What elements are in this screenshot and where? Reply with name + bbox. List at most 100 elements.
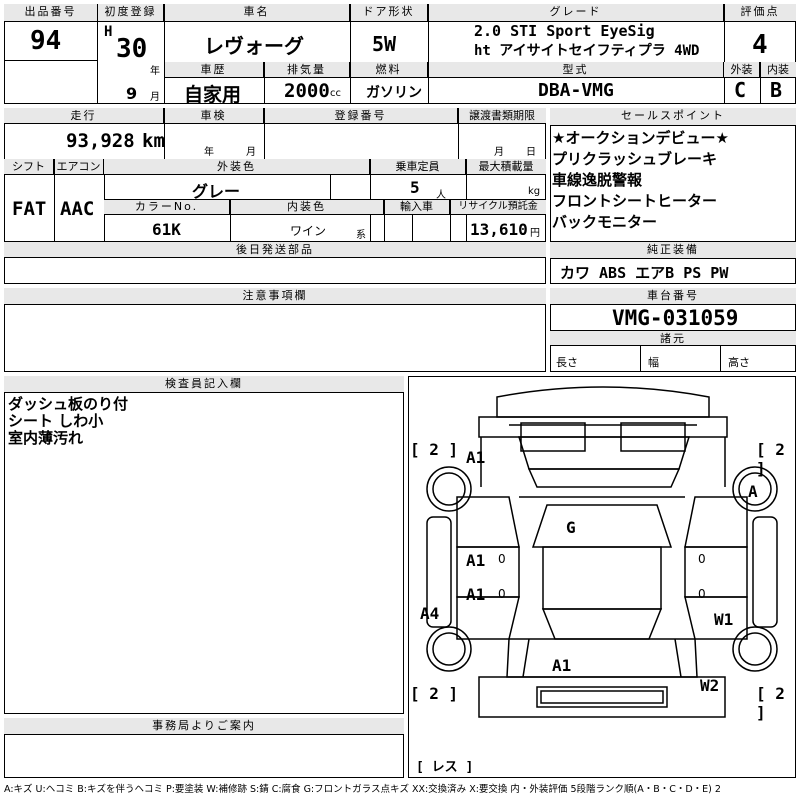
transfer-label: 譲渡書類期限	[458, 108, 546, 124]
capacity: 5	[410, 178, 420, 197]
model: DBA-VMG	[538, 80, 614, 101]
mileage-label: 走行	[4, 108, 164, 124]
lot-number: 94	[30, 26, 62, 56]
chassis-label: 車台番号	[550, 288, 796, 305]
int-color-unit: 系	[356, 230, 366, 241]
disp-unit: cc	[330, 88, 341, 99]
inspector-line: シート しわ小	[8, 412, 104, 430]
sales-point: フロントシートヒーター	[552, 192, 718, 210]
spec-length: 長さ	[556, 356, 578, 369]
grade-label: グレード	[428, 4, 724, 22]
car-diagram	[408, 376, 796, 778]
damage-code: A1	[552, 656, 572, 675]
damage-code: G	[566, 518, 576, 537]
first-reg-label: 初度登録	[98, 4, 164, 22]
car-diagram-svg	[426, 386, 778, 718]
equipment-items: カワ ABS エアB PS PW	[560, 264, 729, 282]
load-label: 最大積載量	[466, 159, 546, 175]
grade-line1: 2.0 STI Sport EyeSig	[474, 22, 655, 40]
int-color: ワイン	[290, 224, 327, 238]
sales-point: 車線逸脱警報	[552, 171, 643, 189]
fuel-label: 燃料	[350, 62, 428, 78]
chassis-number: VMG-031059	[612, 306, 739, 330]
tire-fl: [ 2 ]	[410, 440, 459, 459]
capacity-label: 乗車定員	[370, 159, 466, 175]
legend: A:キズ U:ヘコミ B:キズを伴うヘコミ P:要塗装 W:補修跡 S:錆 C:…	[4, 784, 721, 795]
mileage-unit: km	[142, 130, 165, 152]
spec-width: 幅	[648, 356, 659, 369]
later-parts-label: 後日発送部品	[4, 242, 546, 258]
fuel: ガソリン	[366, 85, 422, 101]
reg-year: 30	[116, 34, 148, 64]
inspector-line: ダッシュ板のり付	[8, 395, 129, 413]
ext-grade: C	[734, 78, 747, 102]
int-grade: B	[770, 78, 783, 102]
name-label: 車名	[164, 4, 350, 22]
car-name: レヴォーグ	[204, 34, 304, 58]
year-unit: 年	[150, 66, 160, 77]
import-label: 輸入車	[384, 200, 450, 215]
damage-code: W1	[714, 610, 734, 629]
spec-height: 高さ	[728, 356, 750, 369]
inspector-label: 検査員記入欄	[4, 376, 404, 393]
inspection-month: 月	[246, 147, 256, 158]
sales-point: バックモニター	[552, 213, 658, 231]
displacement-label: 排気量	[264, 62, 350, 78]
color: グレー	[192, 182, 241, 201]
damage-code: A1	[466, 585, 486, 604]
load-unit: kg	[528, 186, 541, 197]
tire-rl: [ 2 ]	[410, 684, 459, 703]
capacity-unit: 人	[436, 190, 446, 201]
history: 自家用	[184, 84, 242, 106]
damage-code: W2	[700, 676, 720, 695]
score-label: 評価点	[724, 4, 796, 22]
displacement: 2000	[284, 80, 330, 102]
color-label: 外装色	[104, 159, 370, 175]
mileage: 93,928	[66, 130, 135, 152]
regno-label: 登録番号	[264, 108, 458, 124]
ext-label: 外装	[724, 62, 760, 78]
tire-rr: [ 2 ]	[756, 684, 785, 722]
sales-label: セールスポイント	[550, 108, 796, 126]
color-number: 61K	[152, 220, 181, 239]
history-label: 車歴	[164, 62, 264, 78]
transfer-day: 日	[526, 147, 536, 158]
damage-code: A1	[466, 551, 486, 570]
door-type: 5W	[372, 32, 397, 56]
mark: 0	[698, 552, 706, 566]
recycle-fee: 13,610	[470, 220, 528, 239]
transfer-month: 月	[494, 147, 504, 158]
month-unit: 月	[150, 92, 160, 103]
mark: 0	[498, 587, 506, 601]
colorno-label: カラーNo.	[104, 200, 230, 215]
spare-tire: [ レス ]	[416, 760, 474, 775]
door-label: ドア形状	[350, 4, 428, 22]
ac-label: エアコン	[54, 159, 104, 175]
office-label: 事務局よりご案内	[4, 718, 404, 735]
month: 9	[126, 84, 138, 103]
spec-label: 諸元	[550, 330, 796, 346]
sales-point: プリクラッシュブレーキ	[552, 150, 718, 168]
damage-code: A1	[466, 448, 486, 467]
grade-line2: ht アイサイトセイフティプラ 4WD	[474, 43, 700, 59]
inspection-label: 車検	[164, 108, 264, 124]
damage-code: A4	[420, 604, 440, 623]
sales-points: ★オークションデビュー★ プリクラッシュブレーキ 車線逸脱警報 フロントシートヒ…	[552, 128, 792, 233]
intcolor-label: 内装色	[230, 200, 384, 215]
sales-point: ★オークションデビュー★	[552, 129, 729, 147]
score: 4	[752, 30, 768, 60]
equipment-label: 純正装備	[550, 241, 796, 259]
inspection-year: 年	[204, 147, 214, 158]
notes-label: 注意事項欄	[4, 288, 546, 305]
aircon: AAC	[60, 198, 95, 220]
lot-label: 出品番号	[4, 4, 98, 22]
damage-code: A	[748, 482, 758, 501]
recycle-unit: 円	[530, 228, 540, 239]
tire-fr: [ 2 ]	[756, 440, 785, 478]
shift: FAT	[12, 198, 47, 220]
inspector-notes: ダッシュ板のり付 シート しわ小 室内薄汚れ	[8, 396, 128, 447]
era-prefix: H	[104, 24, 113, 40]
inspector-line: 室内薄汚れ	[8, 429, 84, 447]
model-label: 型式	[428, 62, 724, 78]
mark: 0	[698, 587, 706, 601]
